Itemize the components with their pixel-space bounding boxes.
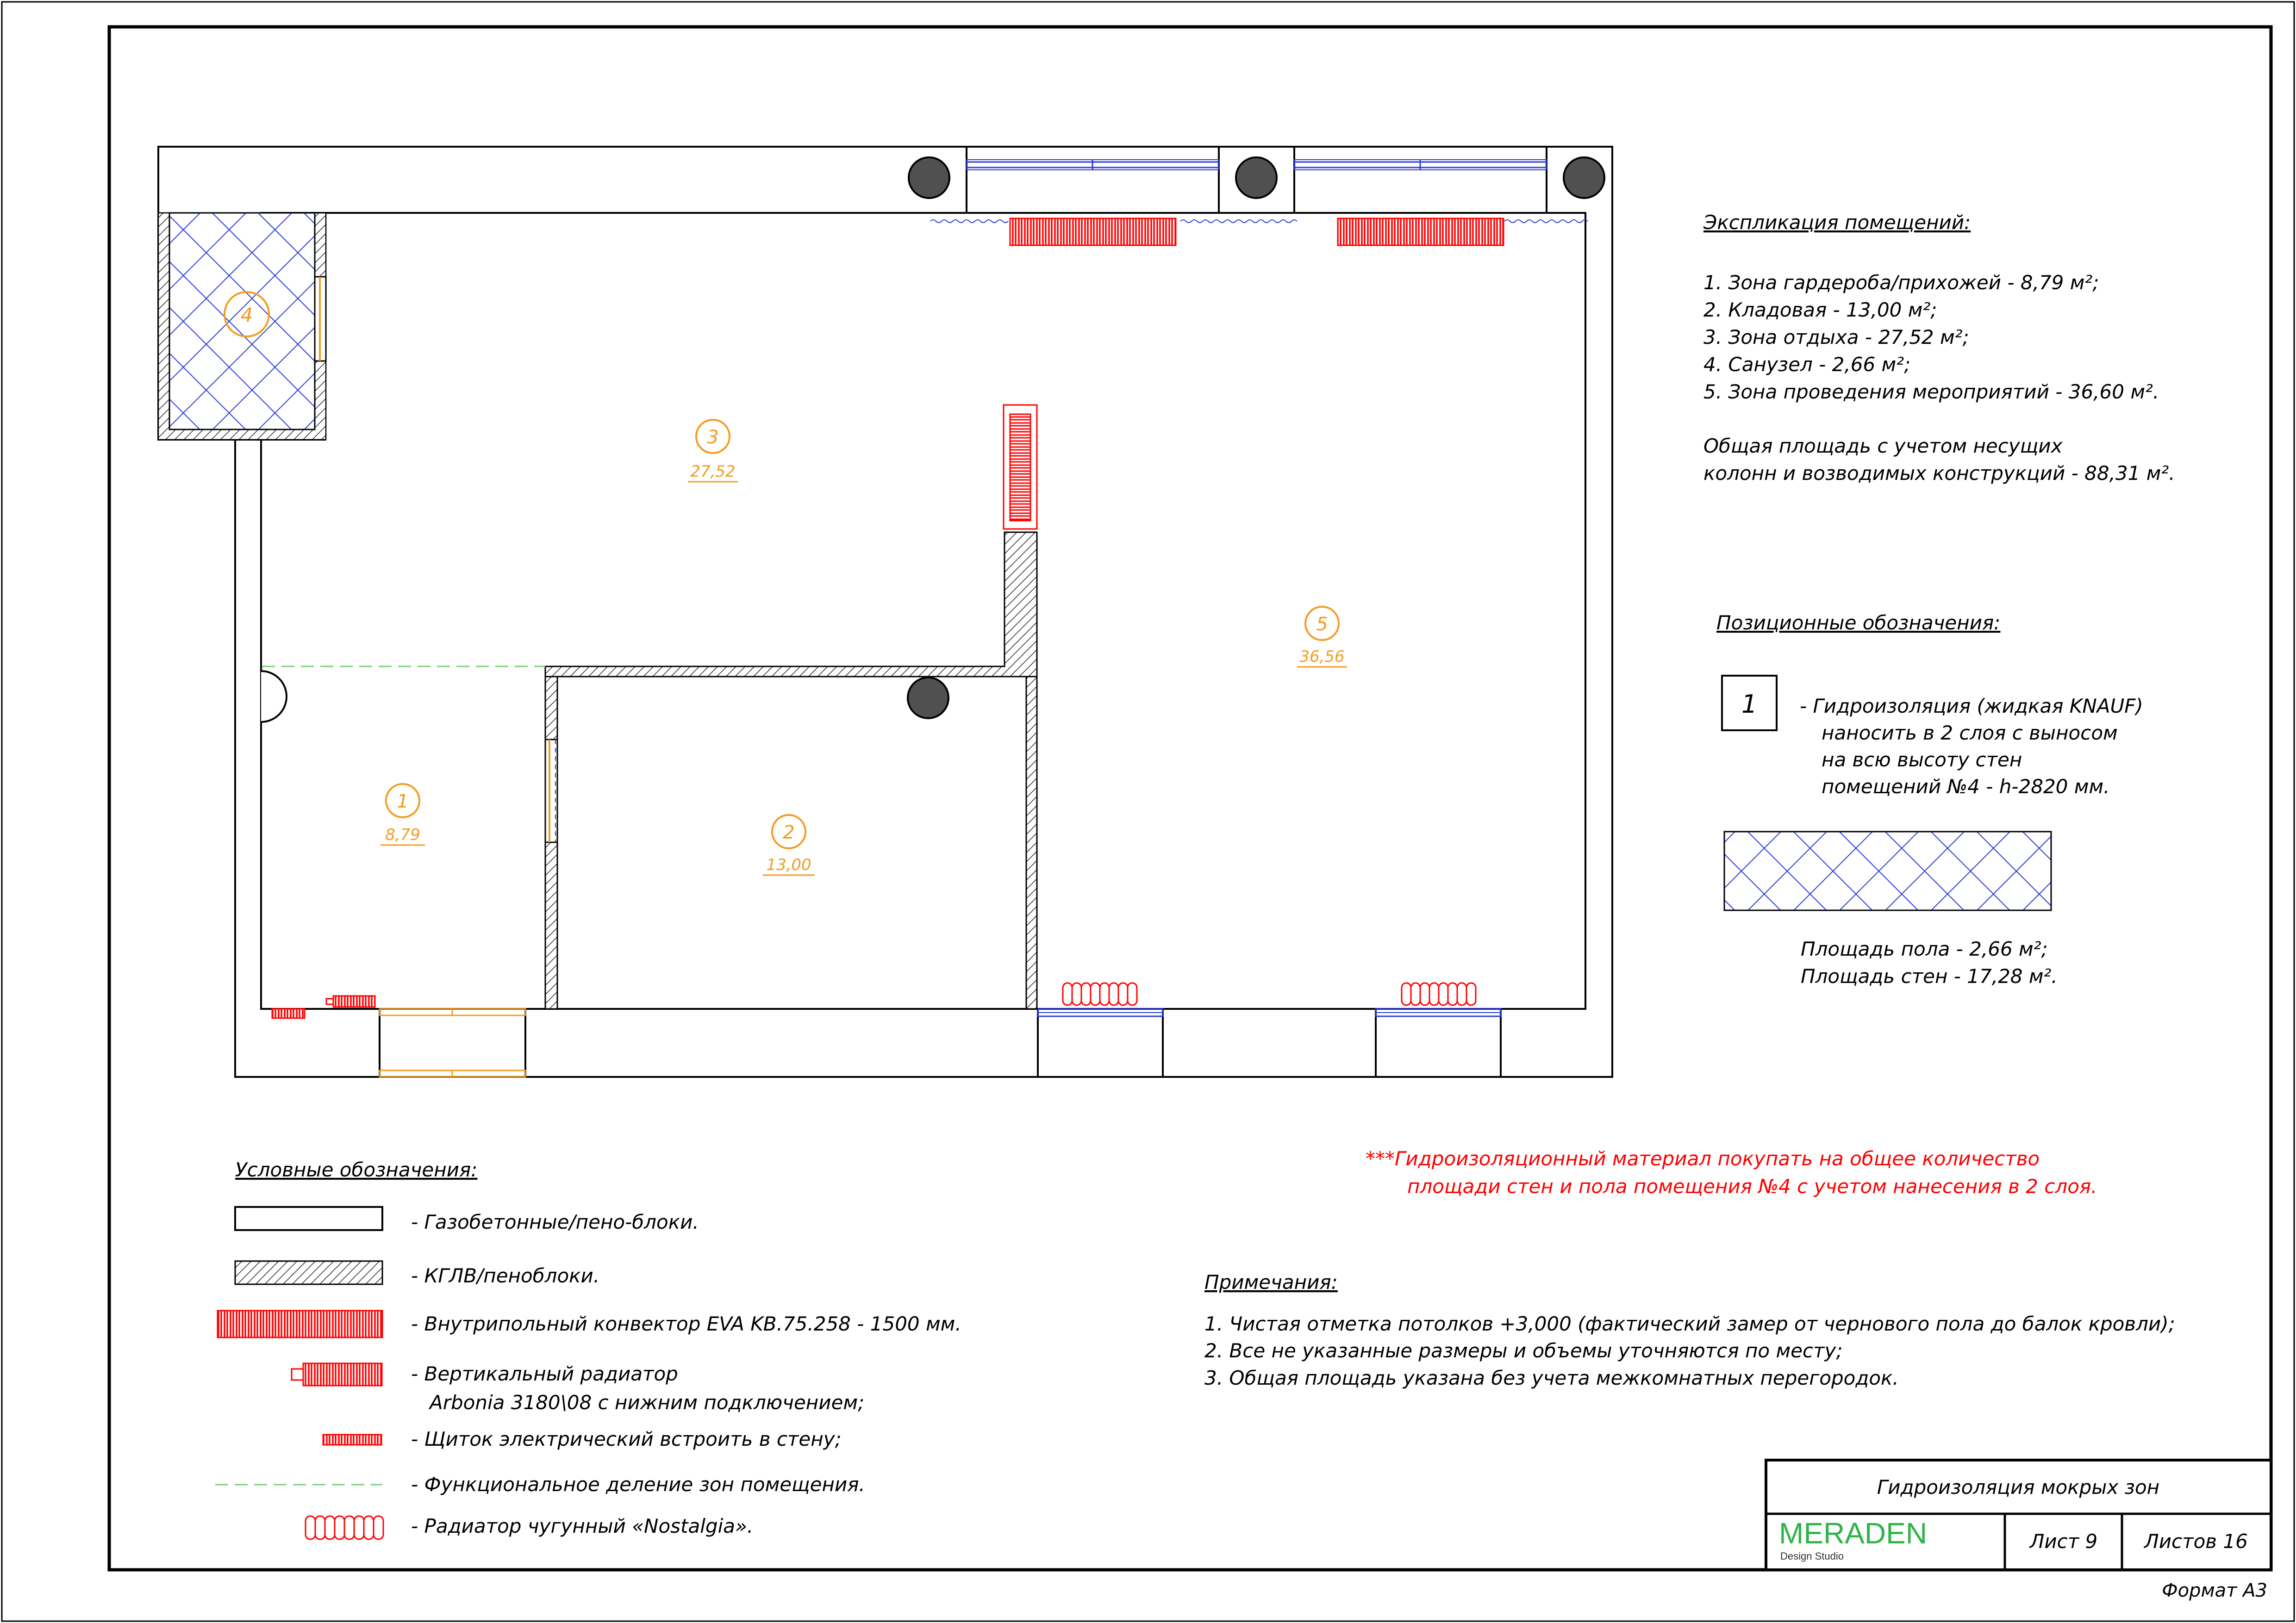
- positional-line: на всю высоту стен: [1822, 748, 2022, 771]
- room-area: 8,79: [385, 826, 420, 844]
- total-area-line: колонн и возводимых конструкций - 88,31 …: [1703, 462, 2175, 485]
- floor-convector: [1009, 218, 1177, 246]
- room-number: 4: [241, 304, 253, 326]
- floor-area-text: Площадь пола - 2,66 м²;: [1801, 938, 2048, 960]
- room-area: 13,00: [766, 856, 811, 874]
- positional-line: наносить в 2 слоя с выносом: [1822, 721, 2118, 744]
- room-number: 5: [1316, 614, 1328, 635]
- entrance-radiator: [325, 995, 376, 1008]
- cast-iron-radiator: [1062, 982, 1138, 1006]
- title-block: Гидроизоляция мокрых зон MERADEN Design …: [1765, 1459, 2272, 1571]
- position-box-number: 1: [1741, 690, 1757, 719]
- outer-wall: [157, 146, 1613, 1078]
- partition-wall: [1025, 676, 1038, 1010]
- room-marker-1: 1 8,79: [381, 783, 425, 846]
- legend-item: - Щиток электрический встроить в стену;: [411, 1428, 842, 1450]
- legend-item: - Внутрипольный конвектор EVA KB.75.258 …: [411, 1312, 961, 1335]
- electric-panel: [271, 1008, 306, 1019]
- legend-item: - Радиатор чугунный «Nostalgia».: [411, 1515, 753, 1537]
- column: [1235, 156, 1278, 199]
- cast-iron-radiator: [1401, 982, 1477, 1006]
- warning-line: ***Гидроизоляционный материал покупать н…: [1366, 1147, 2040, 1170]
- wall-area-text: Площадь стен - 17,28 м².: [1801, 965, 2058, 988]
- room-number: 1: [397, 791, 408, 812]
- position-box: [1721, 675, 1778, 731]
- legend-gas-block-swatch: [234, 1206, 383, 1231]
- room-explication: Экспликация помещений: 1. Зона гардероба…: [1703, 211, 2175, 485]
- explication-item: 4. Санузел - 2,66 м²;: [1703, 353, 1910, 376]
- explication-title: Экспликация помещений:: [1703, 211, 1971, 234]
- note-item: 2. Все не указанные размеры и объемы уто…: [1204, 1339, 1843, 1362]
- total-area-line: Общая площадь с учетом несущих: [1703, 435, 2063, 457]
- vertical-radiator: [1003, 404, 1038, 530]
- material-warning: ***Гидроизоляционный материал покупать н…: [1366, 1147, 2097, 1198]
- column: [907, 677, 949, 719]
- legend-electric-panel-swatch: [322, 1434, 382, 1446]
- room-area: 27,52: [690, 462, 735, 481]
- column: [1563, 156, 1605, 199]
- floor-plan: 1 8,79 2 13,00 3 27,52 4 5 36,56: [157, 146, 1613, 1078]
- window-curtain-wave: [930, 219, 1009, 223]
- waterproofing-swatch: [1723, 831, 2052, 911]
- sheet-count: Листов 16: [2143, 1530, 2248, 1553]
- legend-cast-iron-radiator-swatch: [305, 1515, 384, 1540]
- floor-convector: [1337, 218, 1504, 246]
- wall-niche: [261, 670, 287, 723]
- explication-item: 1. Зона гардероба/прихожей - 8,79 м²;: [1703, 271, 2099, 294]
- top-windows: [966, 146, 1547, 214]
- legend-item: Arbonia 3180\08 с нижним подключением;: [428, 1391, 864, 1414]
- entrance-door: [379, 1008, 526, 1078]
- warning-line: площади стен и пола помещения №4 с учето…: [1407, 1175, 2097, 1198]
- legend: Условные обозначения: - Газобетонные/пен…: [215, 1158, 961, 1540]
- window-curtain-wave: [1504, 219, 1588, 223]
- legend-item: - КГЛВ/пеноблоки.: [411, 1264, 599, 1287]
- legend-kglv-swatch: [234, 1260, 383, 1285]
- room-number: 3: [707, 427, 718, 448]
- room-area: 36,56: [1299, 647, 1344, 666]
- drawing-frame: [107, 25, 2273, 1572]
- explication-item: 5. Зона проведения мероприятий - 36,60 м…: [1703, 380, 2159, 403]
- legend-item: - Функциональное деление зон помещения.: [411, 1473, 865, 1496]
- bathroom-room-4: [157, 212, 327, 441]
- room-marker-4: 4: [224, 291, 270, 337]
- legend-vertical-radiator-swatch: [291, 1362, 383, 1387]
- sheet-title: Гидроизоляция мокрых зон: [1877, 1476, 2159, 1499]
- column: [908, 156, 950, 199]
- brand-logo-text: MERADEN: [1779, 1517, 1927, 1550]
- explication-item: 3. Зона отдыха - 27,52 м²;: [1703, 326, 1969, 348]
- sheet-number: Лист 9: [2029, 1530, 2098, 1553]
- positional-title: Позиционные обозначения:: [1716, 611, 2000, 634]
- note-item: 3. Общая площадь указана без учета межко…: [1204, 1367, 1899, 1389]
- legend-convector-swatch: [217, 1310, 383, 1338]
- room-marker-2: 2 13,00: [763, 814, 815, 876]
- positional-line: - Гидроизоляция (жидкая KNAUF): [1800, 695, 2143, 717]
- bottom-windows: [1037, 1008, 1502, 1078]
- note-item: 1. Чистая отметка потолков +3,000 (факти…: [1204, 1312, 2175, 1335]
- explication-item: 2. Кладовая - 13,00 м²;: [1703, 298, 1937, 321]
- room-marker-5: 5 36,56: [1297, 606, 1347, 668]
- legend-item: - Вертикальный радиатор: [411, 1362, 678, 1385]
- notes-title: Примечания:: [1204, 1271, 1338, 1293]
- brand-subtitle: Design Studio: [1780, 1550, 1844, 1562]
- positional-designations: Позиционные обозначения: 1 - Гидроизоляц…: [1716, 611, 2143, 988]
- room-number: 2: [783, 822, 794, 843]
- paper-format: Формат А3: [2162, 1580, 2267, 1601]
- partition-wall: [544, 531, 1038, 1010]
- positional-line: помещений №4 - h-2820 мм.: [1822, 775, 2109, 798]
- window-curtain-wave: [1180, 219, 1298, 223]
- legend-item: - Газобетонные/пено-блоки.: [411, 1211, 699, 1233]
- room-marker-3: 3 27,52: [688, 419, 738, 483]
- legend-title: Условные обозначения:: [235, 1158, 477, 1181]
- notes: Примечания: 1. Чистая отметка потолков +…: [1204, 1271, 2175, 1389]
